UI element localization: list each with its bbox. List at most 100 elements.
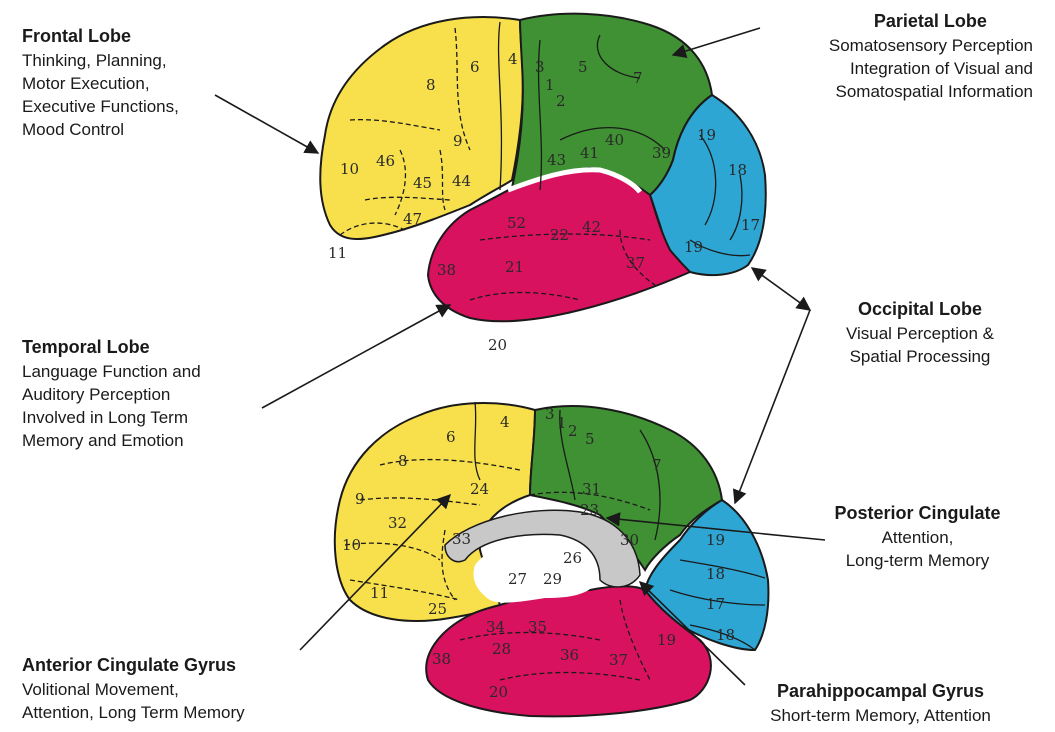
svg-text:32: 32 [388, 514, 407, 532]
svg-text:2: 2 [556, 92, 566, 110]
svg-text:21: 21 [505, 258, 524, 276]
svg-text:7: 7 [652, 456, 662, 474]
svg-text:22: 22 [550, 226, 569, 244]
svg-text:9: 9 [453, 132, 463, 150]
occipital-lobe-label: Occipital Lobe Visual Perception & Spati… [810, 298, 1030, 368]
svg-text:20: 20 [488, 336, 507, 354]
posterior-cingulate-line: Long-term Memory [805, 549, 1030, 572]
occipital-lobe-line: Spatial Processing [810, 345, 1030, 368]
svg-text:25: 25 [428, 600, 447, 618]
posterior-cingulate-label: Posterior Cingulate Attention, Long-term… [805, 502, 1030, 572]
svg-text:40: 40 [605, 131, 624, 149]
svg-text:36: 36 [560, 646, 579, 664]
parahippocampal-title: Parahippocampal Gyrus [728, 680, 1033, 703]
svg-text:18: 18 [716, 626, 735, 644]
frontal-lobe-line: Thinking, Planning, [22, 49, 179, 72]
svg-text:47: 47 [403, 210, 422, 228]
svg-text:5: 5 [578, 58, 588, 76]
svg-text:46: 46 [376, 152, 395, 170]
svg-text:20: 20 [489, 683, 508, 701]
anterior-cingulate-line: Volitional Movement, [22, 678, 245, 701]
parahippocampal-line: Short-term Memory, Attention [728, 704, 1033, 727]
svg-text:5: 5 [585, 430, 595, 448]
frontal-arrow [215, 95, 318, 153]
svg-text:37: 37 [626, 254, 645, 272]
svg-text:24: 24 [470, 480, 489, 498]
svg-text:8: 8 [398, 452, 408, 470]
parietal-arrow [673, 28, 760, 55]
occipital-arrow [752, 268, 810, 310]
temporal-lobe-label: Temporal Lobe Language Function and Audi… [22, 336, 201, 452]
svg-text:6: 6 [470, 58, 480, 76]
posterior-cingulate-line: Attention, [805, 526, 1030, 549]
svg-text:41: 41 [580, 144, 599, 162]
svg-text:7: 7 [633, 69, 643, 87]
temporal-lobe-title: Temporal Lobe [22, 336, 201, 359]
temporal-arrow [262, 305, 450, 408]
svg-text:19: 19 [684, 238, 703, 256]
svg-text:28: 28 [492, 640, 511, 658]
posterior-cingulate-title: Posterior Cingulate [805, 502, 1030, 525]
svg-text:3: 3 [545, 405, 555, 423]
temporal-lobe-line: Language Function and [22, 360, 201, 383]
svg-text:4: 4 [500, 413, 510, 431]
svg-text:9: 9 [355, 490, 365, 508]
parietal-lobe-title: Parietal Lobe [829, 10, 1033, 33]
svg-text:1: 1 [557, 414, 567, 432]
frontal-lobe-label: Frontal Lobe Thinking, Planning, Motor E… [22, 25, 179, 141]
svg-text:6: 6 [446, 428, 456, 446]
temporal-lobe-line: Memory and Emotion [22, 429, 201, 452]
svg-text:38: 38 [437, 261, 456, 279]
svg-text:17: 17 [706, 595, 725, 613]
svg-text:43: 43 [547, 151, 566, 169]
svg-text:39: 39 [652, 144, 671, 162]
svg-text:26: 26 [563, 549, 582, 567]
frontal-lobe-line: Mood Control [22, 118, 179, 141]
svg-text:35: 35 [528, 618, 547, 636]
svg-text:29: 29 [543, 570, 562, 588]
svg-text:38: 38 [432, 650, 451, 668]
svg-text:18: 18 [728, 161, 747, 179]
svg-text:30: 30 [620, 531, 639, 549]
occipital-lobe-title: Occipital Lobe [810, 298, 1030, 321]
frontal-lobe-line: Motor Execution, [22, 72, 179, 95]
svg-text:11: 11 [370, 584, 389, 602]
svg-text:18: 18 [706, 565, 725, 583]
parahippocampal-label: Parahippocampal Gyrus Short-term Memory,… [728, 680, 1033, 727]
parietal-lobe-line: Somatosensory Perception [829, 34, 1033, 57]
svg-text:3: 3 [535, 58, 545, 76]
temporal-lobe-line: Involved in Long Term [22, 406, 201, 429]
parietal-lobe-label: Parietal Lobe Somatosensory Perception I… [829, 10, 1033, 103]
svg-text:33: 33 [452, 530, 471, 548]
svg-text:19: 19 [706, 531, 725, 549]
frontal-lobe-title: Frontal Lobe [22, 25, 179, 48]
svg-text:17: 17 [741, 216, 760, 234]
svg-text:19: 19 [697, 126, 716, 144]
svg-text:23: 23 [580, 501, 599, 519]
anterior-cingulate-line: Attention, Long Term Memory [22, 701, 245, 724]
anterior-cingulate-title: Anterior Cingulate Gyrus [22, 654, 245, 677]
parietal-lobe-line: Integration of Visual and [829, 57, 1033, 80]
occipital-arrow-lower [735, 310, 810, 503]
svg-text:45: 45 [413, 174, 432, 192]
svg-text:31: 31 [582, 480, 601, 498]
svg-text:11: 11 [328, 244, 347, 262]
svg-text:19: 19 [657, 631, 676, 649]
svg-text:10: 10 [342, 536, 361, 554]
occipital-lobe-line: Visual Perception & [810, 322, 1030, 345]
svg-text:34: 34 [486, 618, 505, 636]
svg-text:27: 27 [508, 570, 527, 588]
svg-text:4: 4 [508, 50, 518, 68]
svg-text:52: 52 [507, 214, 526, 232]
temporal-lobe-line: Auditory Perception [22, 383, 201, 406]
svg-text:42: 42 [582, 218, 601, 236]
frontal-lobe-line: Executive Functions, [22, 95, 179, 118]
svg-text:2: 2 [568, 422, 578, 440]
svg-text:1: 1 [545, 76, 555, 94]
svg-text:8: 8 [426, 76, 436, 94]
svg-text:37: 37 [609, 651, 628, 669]
svg-text:44: 44 [452, 172, 471, 190]
svg-text:10: 10 [340, 160, 359, 178]
